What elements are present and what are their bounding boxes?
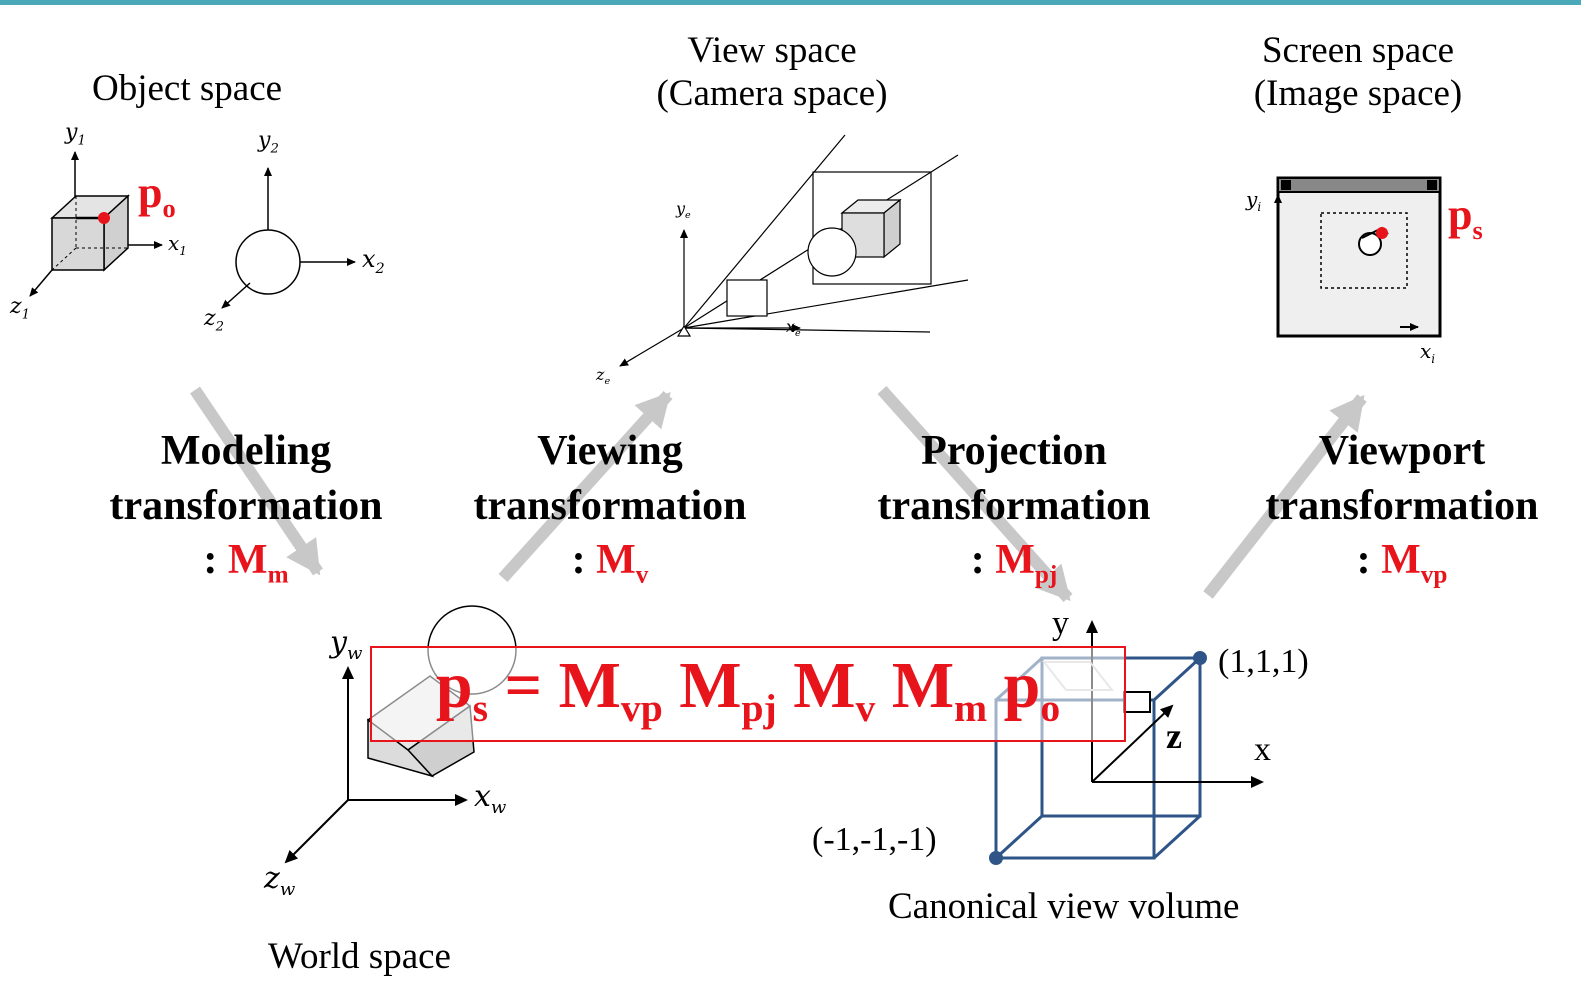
projection-matrix: : Mpj	[970, 537, 1058, 589]
screen-space-line2: (Image space)	[1253, 72, 1463, 114]
axis-xe-label: xe	[786, 317, 801, 340]
axis-yi-label: yi	[1246, 187, 1262, 214]
projection-transformation-label: Projection transformation : Mpj	[864, 424, 1164, 592]
axis-xi-label: xi	[1420, 339, 1436, 366]
object-cube-figure	[29, 151, 163, 297]
axis-z2-label: z2	[204, 306, 224, 335]
point-po-marker	[98, 212, 110, 224]
axis-y1-label: y1	[65, 120, 86, 149]
canonical-x-label: x	[1254, 731, 1271, 768]
viewport-subtitle: transformation	[1265, 482, 1539, 529]
screen-window-figure	[1274, 176, 1442, 338]
viewport-arrow	[1203, 394, 1367, 599]
modeling-subtitle: transformation	[109, 482, 383, 529]
world-space-title: World space	[268, 936, 451, 977]
object-sphere-figure	[221, 167, 356, 309]
corner-top-dot	[1193, 651, 1207, 665]
viewing-transformation-label: Viewing transformation : Mv	[460, 424, 760, 592]
axis-xw-label: xw	[474, 779, 507, 818]
canonical-y-label: y	[1052, 605, 1069, 642]
corner-top-label: (1,1,1)	[1218, 643, 1309, 680]
modeling-title: Modeling	[160, 428, 332, 474]
pipeline-equation: ps = Mvp Mpj Mv Mm po	[435, 649, 1061, 731]
screen-space-title: Screen space (Image space)	[1238, 30, 1478, 115]
axis-ze-label: ze	[596, 365, 611, 388]
ps-label: ps	[1448, 190, 1483, 245]
projection-title: Projection	[921, 428, 1107, 474]
viewport-title: Viewport	[1318, 428, 1486, 474]
view-frustum-figure	[619, 134, 969, 367]
modeling-arrow	[190, 386, 323, 576]
axis-yw-label: yw	[330, 625, 363, 664]
po-label: po	[138, 168, 176, 223]
canonical-volume-title: Canonical view volume	[888, 886, 1240, 927]
view-space-line1: View space	[687, 30, 857, 71]
modeling-transformation-label: Modeling transformation : Mm	[96, 424, 396, 592]
projection-subtitle: transformation	[877, 482, 1151, 529]
equation-box	[370, 646, 1126, 742]
viewing-subtitle: transformation	[473, 482, 747, 529]
viewing-matrix: : Mv	[571, 537, 649, 589]
axis-x2-label: x2	[362, 245, 385, 277]
viewport-transformation-label: Viewport transformation : Mvp	[1252, 424, 1552, 592]
corner-bottom-label: (-1,-1,-1)	[812, 821, 937, 858]
view-space-title: View space (Camera space)	[640, 30, 904, 115]
top-accent-bar	[0, 0, 1581, 5]
axis-x1-label: x1	[168, 231, 187, 258]
projection-arrow	[877, 386, 1073, 602]
viewport-matrix: : Mvp	[1356, 537, 1448, 589]
canonical-z-label: z	[1166, 716, 1182, 756]
axis-zw-label: zw	[264, 861, 296, 900]
viewing-arrow	[498, 390, 673, 583]
transform-arrows	[190, 386, 1367, 602]
view-space-line2: (Camera space)	[656, 72, 888, 114]
modeling-matrix: : Mm	[203, 537, 289, 589]
axis-ye-label: ye	[676, 199, 691, 222]
axis-z1-label: z1	[10, 294, 30, 323]
axis-y2-label: y2	[258, 128, 279, 157]
screen-space-line1: Screen space	[1261, 30, 1455, 71]
point-ps-marker	[1376, 227, 1388, 239]
corner-bottom-dot	[989, 851, 1003, 865]
object-space-title: Object space	[92, 68, 283, 109]
viewing-title: Viewing	[537, 428, 683, 474]
